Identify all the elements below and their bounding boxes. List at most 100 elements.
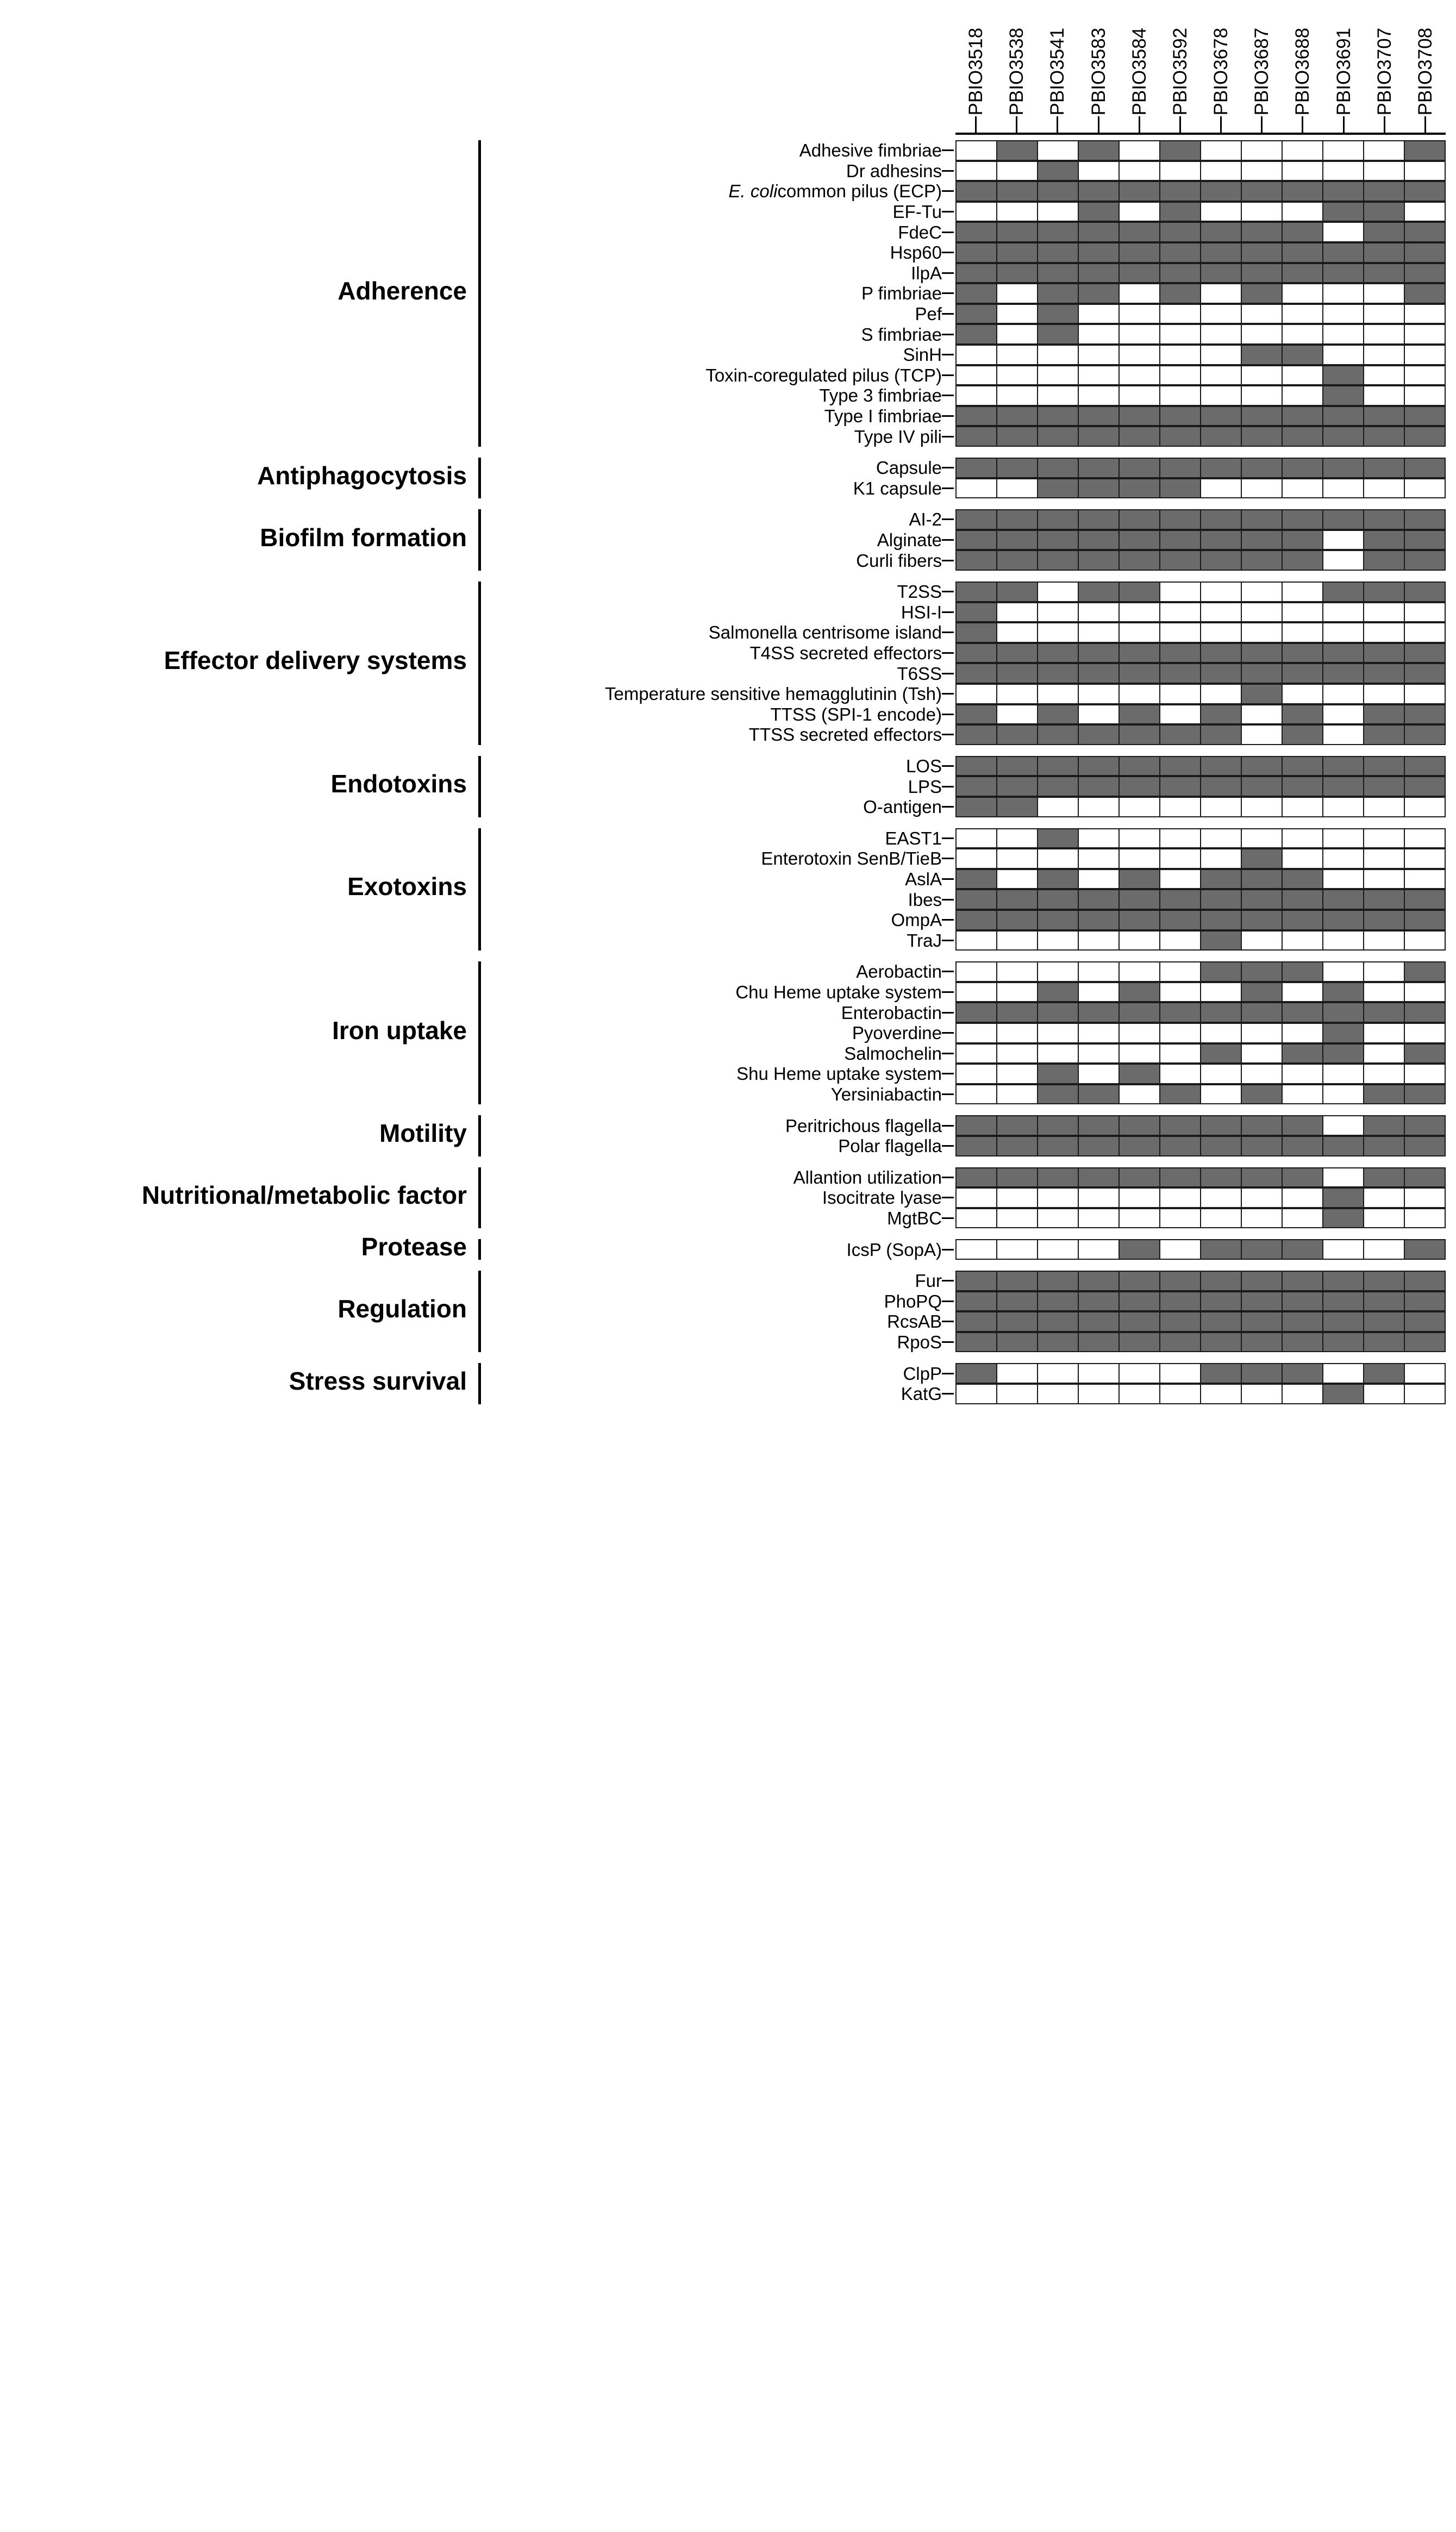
matrix-cell [1242,243,1283,262]
matrix-cell [997,182,1038,201]
row-label: T2SS [897,582,942,602]
row-tick [942,971,954,973]
matrix-cell [957,1240,997,1259]
matrix-cell [1283,726,1323,744]
row-tick [942,559,954,561]
matrix-cell [1364,1240,1405,1259]
matrix-cell [1283,530,1323,549]
table-row: FdeC [0,222,1456,242]
matrix-cell [1079,983,1120,1002]
matrix-cell [1405,346,1445,364]
matrix-cell [1201,325,1242,343]
column-header-label: PBIO3583 [1088,27,1109,116]
matrix-cell [1405,1024,1445,1042]
table-row: Curli fibers [0,550,1456,571]
matrix-cell [1038,141,1079,160]
column-tick [1342,116,1345,133]
matrix-cell [1038,890,1079,909]
matrix-cell [957,829,997,848]
matrix-cell [997,849,1038,868]
matrix-cell [1120,849,1160,868]
matrix-cell [1242,726,1283,744]
matrix-cell [1405,243,1445,262]
row-cells [955,405,1446,427]
matrix-cell [1160,643,1201,662]
matrix-cell [957,161,997,180]
matrix-cell [1079,1085,1120,1104]
matrix-cell [957,459,997,477]
matrix-cell [1283,459,1323,477]
row-label: Salmochelin [844,1043,942,1064]
row-cells [955,1271,1446,1291]
matrix-cell [997,685,1038,703]
matrix-cell [1120,243,1160,262]
matrix-cell [1120,141,1160,160]
row-label: Curli fibers [856,550,942,571]
matrix-cell [1160,1189,1201,1207]
matrix-cell [1079,304,1120,323]
matrix-cell [1364,1024,1405,1042]
matrix-cell [1405,583,1445,601]
matrix-cell [1201,1168,1242,1187]
matrix-cell [997,284,1038,303]
matrix-cell [1242,777,1283,796]
matrix-cell [1120,705,1160,724]
matrix-cell [997,726,1038,744]
table-row: RpoS [0,1331,1456,1353]
table-row: Capsule [0,458,1456,478]
column-header-label: PBIO3708 [1414,27,1436,116]
matrix-cell [1364,1065,1405,1083]
matrix-cell [1405,1189,1445,1207]
row-cells [955,776,1446,797]
matrix-cell [1405,386,1445,405]
matrix-cell [1242,1168,1283,1187]
row-tick [942,231,954,233]
matrix-cell [1283,427,1323,446]
matrix-cell [1201,1189,1242,1207]
category-bracket [478,509,481,571]
matrix-cell [957,530,997,549]
matrix-cell [957,664,997,683]
row-cells [955,724,1446,745]
matrix-cell [1323,1168,1364,1187]
category-label-nutritional-metabolic-factor: Nutritional/metabolic factor [141,1181,467,1209]
matrix-cell [957,1385,997,1403]
matrix-cell [1283,777,1323,796]
matrix-cell [1323,890,1364,909]
matrix-cell [1201,304,1242,323]
matrix-cell [997,1240,1038,1259]
matrix-cell [1323,1137,1364,1155]
matrix-cell [1201,182,1242,201]
matrix-cell [1201,1364,1242,1383]
matrix-cell [1323,664,1364,683]
matrix-cell [1323,849,1364,868]
matrix-cell [1364,1209,1405,1228]
matrix-cell [1120,623,1160,642]
matrix-cell [997,1024,1038,1042]
matrix-cell [1242,1333,1283,1352]
column-header-label: PBIO3541 [1047,27,1068,116]
matrix-cell [1160,623,1201,642]
matrix-cell [1323,726,1364,744]
matrix-cell [1323,1240,1364,1259]
matrix-cell [1120,962,1160,981]
matrix-cell [997,1312,1038,1331]
matrix-cell [1201,664,1242,683]
matrix-cell [1201,829,1242,848]
matrix-cell [1038,1003,1079,1022]
matrix-cell [1120,798,1160,816]
matrix-cell [1364,325,1405,343]
matrix-cell [957,325,997,343]
row-cells [955,550,1446,571]
matrix-cell [1160,284,1201,303]
matrix-cell [1038,685,1079,703]
matrix-cell [1160,829,1201,848]
matrix-cell [1323,459,1364,477]
matrix-cell [1201,386,1242,405]
row-cells [955,1084,1446,1105]
column-header-label: PBIO3518 [965,27,987,116]
row-tick [942,858,954,860]
matrix-cell [1120,726,1160,744]
matrix-cell [1323,386,1364,405]
matrix-cell [1405,603,1445,622]
